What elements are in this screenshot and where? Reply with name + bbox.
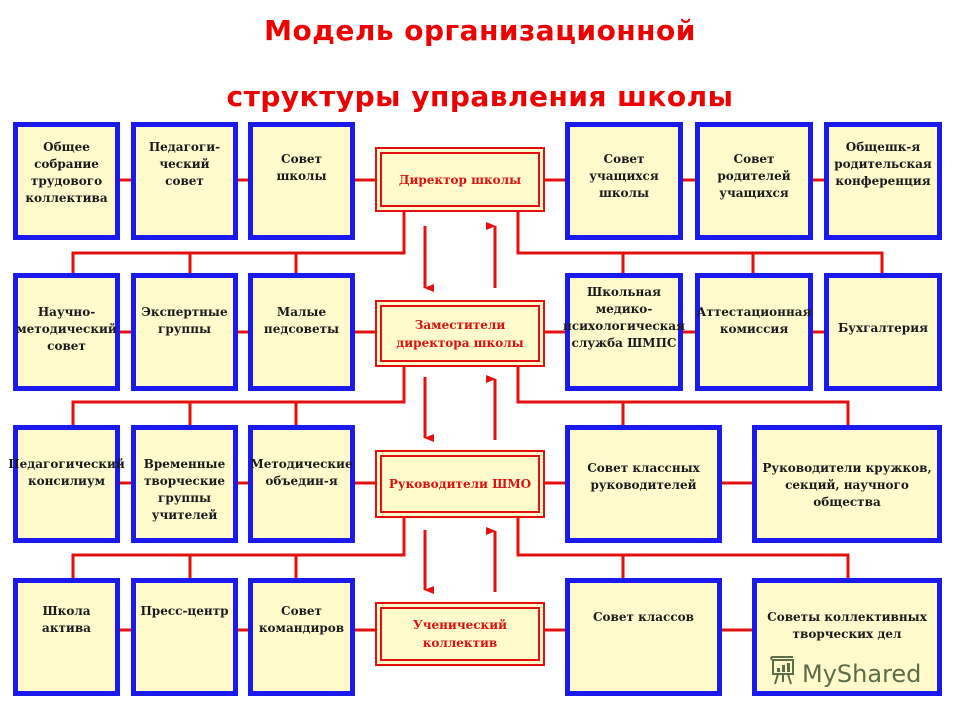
org-box-label: Общее собрание трудового коллектива <box>25 140 108 205</box>
org-box: Пресс-центр <box>131 578 238 696</box>
org-box: Школа актива <box>13 578 120 696</box>
org-box-label: Педагогический консилиум <box>8 457 125 488</box>
org-box-label: Совет классных руководителей <box>587 461 700 492</box>
org-box: Руководители кружков, секций, научного о… <box>752 425 942 543</box>
org-box: Советы коллективных творческих дел <box>752 578 942 696</box>
center-box-label: Ученический коллектив <box>380 607 540 661</box>
title-line-1: Модель организационной <box>264 14 696 47</box>
org-box: Общешк-я родительская конференция <box>824 122 942 240</box>
org-box-label: Экспертные группы <box>141 305 228 336</box>
org-box-label: Педагоги-ческий совет <box>148 140 221 188</box>
org-box: Методические объедин-я <box>248 425 355 543</box>
org-box-label: Временные творческие группы учителей <box>143 457 226 522</box>
org-box: Совет школы <box>248 122 355 240</box>
org-box-label: Совет школы <box>276 152 327 183</box>
org-box-label: Руководители кружков, секций, научного о… <box>762 461 932 509</box>
org-box: Аттестационная комиссия <box>695 273 813 391</box>
org-box-label: Научно-методический совет <box>16 305 117 353</box>
org-box: Совет классных руководителей <box>565 425 722 543</box>
org-box-label: Советы коллективных творческих дел <box>767 610 927 641</box>
presentation-board-icon <box>770 656 796 692</box>
org-box: Бухгалтерия <box>824 273 942 391</box>
center-box-label: Руководители ШМО <box>380 455 540 513</box>
center-box-label: Заместители директора школы <box>380 305 540 362</box>
bus-left-2 <box>71 367 406 425</box>
org-box: Экспертные группы <box>131 273 238 391</box>
title-line-2: структуры управления школы <box>226 80 734 113</box>
org-box-label: Совет командиров <box>258 604 345 635</box>
org-box-label: Совет родителей учащихся <box>717 152 791 200</box>
org-box-label: Школа актива <box>42 604 91 635</box>
center-box-deputies: Заместители директора школы <box>375 300 545 367</box>
org-box: Научно-методический совет <box>13 273 120 391</box>
org-box: Общее собрание трудового коллектива <box>13 122 120 240</box>
org-box: Педагоги-ческий совет <box>131 122 238 240</box>
org-box-label: Школьная медико-психологическая служба Ш… <box>563 285 685 350</box>
org-box-label: Совет классов <box>593 610 694 624</box>
org-box: Школьная медико-психологическая служба Ш… <box>563 273 685 391</box>
org-box-label: Бухгалтерия <box>838 321 928 335</box>
org-box-label: Аттестационная комиссия <box>696 305 812 336</box>
center-box-shmo-heads: Руководители ШМО <box>375 450 545 518</box>
center-box-student-body: Ученический коллектив <box>375 602 545 666</box>
bus-left-1 <box>71 212 406 273</box>
org-box: Малые педсоветы <box>248 273 355 391</box>
watermark-text: MyShared <box>802 660 922 688</box>
org-box: Педагогический консилиум <box>8 425 125 543</box>
org-box: Совет родителей учащихся <box>695 122 813 240</box>
center-box-label: Директор школы <box>380 152 540 207</box>
bus-right-1 <box>516 212 884 273</box>
org-box: Совет командиров <box>248 578 355 696</box>
center-box-director: Директор школы <box>375 147 545 212</box>
org-box: Временные творческие группы учителей <box>131 425 238 543</box>
org-box-label: Малые педсоветы <box>263 305 340 336</box>
watermark: MyShared <box>770 656 921 692</box>
org-box-label: Методические объедин-я <box>250 457 353 488</box>
org-box-label: Пресс-центр <box>140 604 229 618</box>
org-box: Совет классов <box>565 578 722 696</box>
org-box-label: Совет учащихся школы <box>589 152 659 200</box>
org-box-label: Общешк-я родительская конференция <box>834 140 932 188</box>
bus-right-2 <box>516 367 850 425</box>
bus-right-3 <box>516 518 850 578</box>
bus-left-3 <box>71 518 406 578</box>
org-box: Совет учащихся школы <box>565 122 683 240</box>
